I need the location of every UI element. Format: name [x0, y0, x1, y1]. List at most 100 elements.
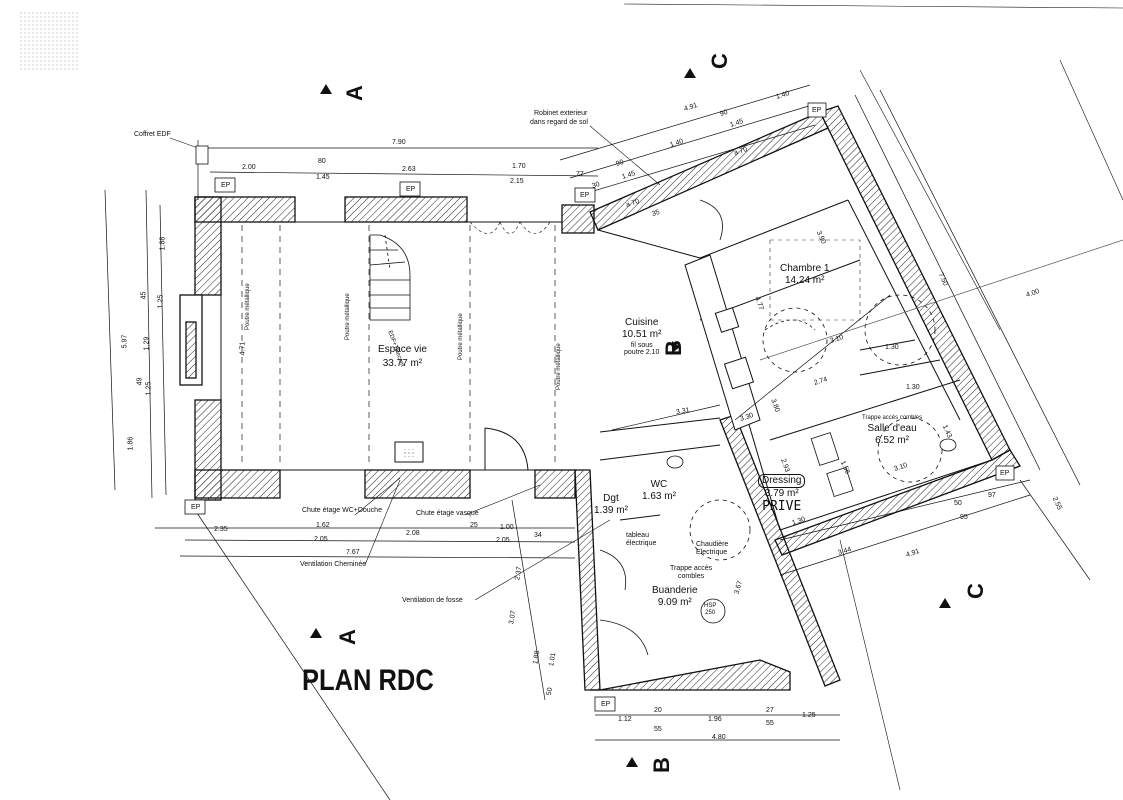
dim-label: 1.96: [708, 716, 722, 723]
ep-label: EP: [191, 504, 201, 511]
dim-label: 1.25: [145, 381, 153, 396]
dim-label: 1.25: [802, 712, 816, 719]
section-b-bottom: B: [648, 757, 674, 773]
dim-label: 1.86: [127, 436, 135, 451]
room-area: 3.79 m²: [764, 488, 799, 499]
annot-poutre-1: Poutre métallique: [245, 283, 251, 330]
dim-label: 97: [988, 492, 996, 499]
dim-label: 1.88: [159, 236, 167, 251]
ep-label: EP: [406, 186, 416, 193]
section-a-top: A: [341, 85, 367, 101]
section-c-bottom: C: [962, 583, 988, 599]
ep-label: EP: [221, 182, 231, 189]
dim-label: 34: [534, 532, 542, 539]
living-door: [484, 427, 529, 471]
dim-label: 50: [954, 500, 962, 507]
dim-label: 4.71: [239, 341, 247, 356]
room-name: Espace vie: [378, 344, 427, 355]
poutres: [241, 225, 556, 465]
annot-line: combles: [678, 573, 705, 580]
section-b-mid: B: [660, 340, 686, 356]
scan-speckle: [18, 10, 78, 70]
ep-label: EP: [580, 192, 590, 199]
annot-poutre-4: Poutre métallique: [556, 343, 562, 390]
dim-label: 2.05: [496, 537, 510, 544]
annot-robinet-2: dans regard de sol: [530, 119, 588, 126]
walls-main: [179, 196, 595, 501]
dim-label: 55: [766, 720, 774, 727]
room-name: Salle d'eau: [867, 423, 917, 434]
hsp-value: 250: [705, 610, 716, 616]
annot-ventil-cheminee: Ventilation Cheminée: [300, 561, 367, 568]
room-area: 33.77 m²: [382, 358, 423, 369]
room-buanderie: Buanderie 9.09 m²: [652, 586, 698, 608]
dim-label: 49: [136, 377, 144, 386]
dim-label: 80: [318, 158, 326, 165]
dim-label: 2.05: [314, 536, 328, 543]
leader-lines: [169, 125, 661, 601]
dim-label: 2.08: [406, 530, 420, 537]
dim-label: 2.15: [510, 178, 524, 185]
bed-outline: [769, 239, 861, 321]
annot-hsp: HSP 250: [704, 603, 716, 616]
plan-title: PLAN RDC: [302, 664, 434, 697]
room-cuisine: Cuisine 10.51 m² fil sous poutre 2.10: [622, 317, 662, 357]
room-name: Buanderie: [652, 585, 698, 596]
room-area: 1.39 m²: [594, 505, 628, 516]
annot-trappe: Trappe accès combles: [670, 565, 712, 580]
room-area: 10.51 m²: [622, 329, 662, 340]
room-note: fil sous: [630, 342, 653, 349]
dimension-lines: [104, 84, 1123, 800]
ep-label: EP: [1000, 470, 1010, 477]
room-dressing: Dressing 3.79 m² PRIVE: [758, 474, 806, 513]
section-a-bottom: A: [334, 629, 360, 645]
walls-wing: [574, 105, 1021, 691]
dim-label: 20: [654, 707, 662, 714]
room-area: 14.24 m²: [785, 275, 825, 286]
kitchen-counter: [684, 254, 761, 431]
room-area: 1.63 m²: [642, 491, 676, 502]
ep-boxes: [184, 102, 1015, 712]
section-c-top: C: [706, 53, 732, 69]
annot-line: électrique: [626, 540, 657, 547]
dim-label: 4.80: [712, 734, 726, 741]
room-name: Dgt: [603, 493, 619, 504]
inner-lines: [220, 221, 575, 498]
room-name: Cuisine: [625, 317, 659, 328]
annot-line: tableau: [626, 532, 649, 539]
dim-label: 1.70: [512, 163, 526, 170]
dim-label: 50: [545, 687, 555, 696]
dim-label: 1.12: [618, 716, 632, 723]
annot-poutre-2: Poutre métallique: [345, 293, 351, 340]
room-chambre: Chambre 1 14.24 m²: [780, 264, 829, 286]
dim-label: 77: [576, 171, 584, 178]
dim-label: 5.97: [121, 334, 129, 349]
room-note: poutre 2.10: [624, 349, 660, 356]
room-area: 9.09 m²: [657, 597, 692, 608]
dim-label: 1.00: [500, 524, 514, 531]
annot-chute-wc: Chute étage WC+Douche: [302, 507, 382, 514]
room-name: Chambre 1: [780, 263, 830, 274]
dim-label: 25: [470, 522, 478, 529]
room-dgt: Dgt 1.39 m²: [594, 494, 628, 516]
bathroom-fixtures: [666, 432, 957, 498]
room-area: 6.52 m²: [875, 435, 910, 446]
annot-tableau: tableau électrique: [626, 532, 656, 547]
dim-label: 1.62: [316, 522, 330, 529]
annot-line: Trappe accès: [670, 565, 713, 572]
annot-coffret-edf: Coffret EDF: [134, 131, 171, 138]
coffret-edf-box: [195, 145, 209, 165]
ep-label: EP: [601, 701, 611, 708]
annot-line: Chaudière: [696, 541, 729, 548]
dim-label: 45: [140, 291, 148, 300]
dim-label: 2.35: [214, 526, 228, 533]
section-arrows: [310, 68, 951, 767]
room-note: Trappe accès combles: [862, 415, 923, 421]
dim-label: 1.29: [143, 336, 151, 351]
annot-chaudiere: Chaudière Electrique: [696, 541, 728, 556]
dim-label: 2.63: [402, 166, 416, 173]
ep-label: EP: [812, 107, 822, 114]
section-lines: [623, 3, 1123, 791]
annot-ventil-fosse: Ventilation de fosse: [402, 597, 463, 604]
staircase: [369, 234, 411, 321]
